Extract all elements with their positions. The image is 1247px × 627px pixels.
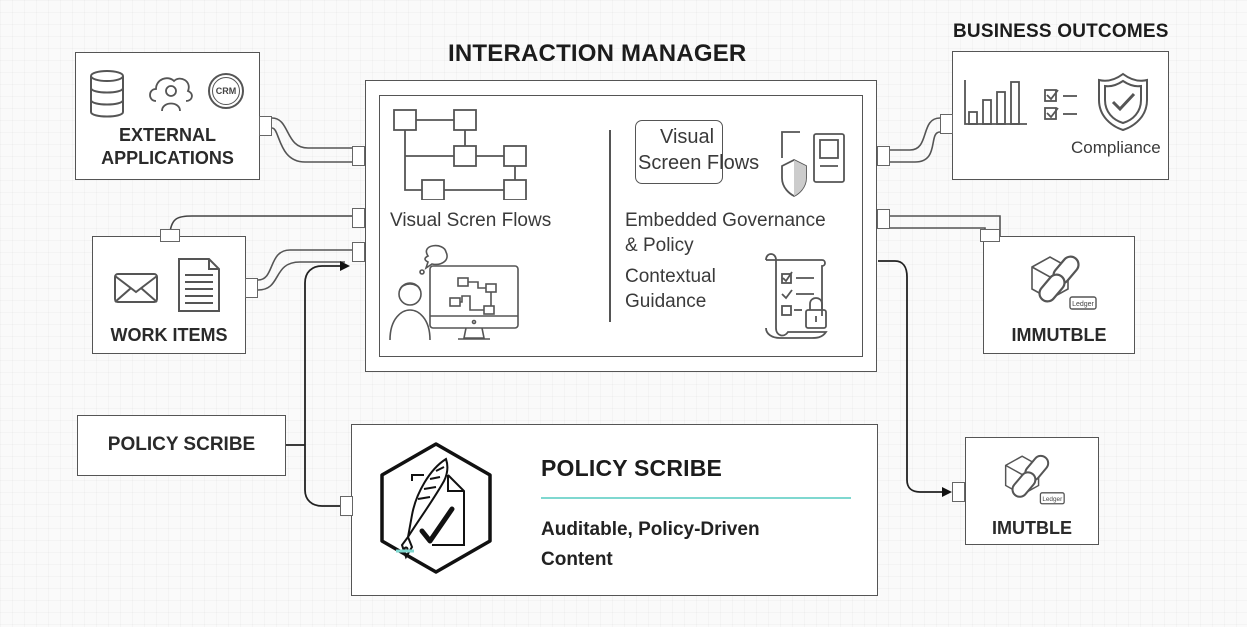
badge-line2: Screen Flows	[638, 152, 760, 174]
imutble-bottom-label: IMUTBLE	[992, 518, 1072, 538]
pipe-workitems-to-im	[257, 249, 352, 291]
database-icon	[90, 70, 124, 118]
port-workitems-top	[160, 229, 180, 242]
guidance-line1: Contextual	[625, 266, 716, 287]
visual-scren-flows-caption: Visual Scren Flows	[390, 210, 552, 231]
policy-scribe-source-label: POLICY SCRIBE	[107, 434, 256, 455]
pipe-im-to-outcomes	[890, 117, 941, 163]
external-applications-box[interactable]: CRM EXTERNAL APPLICATIONS	[75, 52, 260, 180]
crm-icon: CRM	[208, 73, 244, 109]
ledger-tag-bottom: Ledger	[1042, 496, 1063, 503]
quill-document-check-icon	[380, 442, 492, 574]
line-workitems-top-to-im	[169, 215, 352, 233]
policy-scribe-description-line1: Auditable, Policy-Driven	[541, 519, 760, 540]
shield-document-icon	[781, 131, 845, 198]
port-im-right-2	[877, 209, 890, 229]
business-outcomes-title: BUSINESS OUTCOMES	[953, 21, 1169, 42]
port-im-right-1	[877, 146, 890, 166]
bar-chart-icon	[964, 80, 1027, 125]
port-policy-scribe-main-left	[340, 496, 353, 516]
shield-check-icon	[1098, 72, 1148, 132]
panel-divider	[609, 130, 611, 322]
interaction-manager-inner[interactable]: Visual Scren Flows Visual Screen Flows	[379, 95, 863, 357]
immutable-box-top[interactable]: Ledger IMMUTBLE	[983, 236, 1135, 354]
port-external-right	[259, 116, 272, 136]
flowchart-icon	[393, 109, 527, 200]
accent-divider	[541, 497, 851, 499]
envelope-icon	[114, 273, 158, 303]
port-im-left-1	[352, 146, 365, 166]
port-im-left-2	[352, 208, 365, 228]
policy-scribe-description-line2: Content	[541, 549, 613, 570]
cube-chain-ledger-icon: Ledger	[1004, 454, 1065, 505]
cloud-user-icon	[149, 77, 193, 112]
work-items-label: WORK ITEMS	[110, 325, 228, 345]
port-imutble-left	[952, 482, 965, 502]
document-icon	[178, 258, 220, 312]
compliance-label: Compliance	[1071, 138, 1161, 157]
work-items-box[interactable]: WORK ITEMS	[92, 236, 246, 354]
port-immutable-top	[980, 229, 1000, 242]
checklist-scroll-lock-icon	[765, 253, 828, 339]
guidance-line2: Guidance	[625, 291, 707, 312]
crm-text: CRM	[212, 77, 240, 105]
visual-screen-flows-badge	[635, 120, 723, 184]
external-applications-label-line2: APPLICATIONS	[101, 148, 234, 168]
arrow-im-to-imutble	[878, 260, 952, 497]
governance-line2: & Policy	[625, 235, 694, 256]
policy-scribe-main-title: POLICY SCRIBE	[541, 455, 723, 481]
badge-line1: Visual	[660, 126, 715, 148]
business-outcomes-box[interactable]: Compliance	[952, 51, 1169, 180]
port-workitems-right	[245, 278, 258, 298]
port-im-left-3	[352, 242, 365, 262]
ledger-tag-top: Ledger	[1072, 301, 1094, 308]
checklist-icon	[1044, 89, 1077, 120]
policy-scribe-source-box[interactable]: POLICY SCRIBE	[77, 415, 286, 476]
external-applications-label-line1: EXTERNAL	[118, 125, 216, 145]
immutable-top-label: IMMUTBLE	[1011, 325, 1107, 345]
policy-scribe-main-box[interactable]: POLICY SCRIBE Auditable, Policy-Driven C…	[351, 424, 878, 596]
governance-line1: Embedded Governance	[625, 210, 826, 231]
imutble-box-bottom[interactable]: Ledger IMUTBLE	[965, 437, 1099, 545]
diagram-title: INTERACTION MANAGER	[448, 40, 747, 67]
user-at-computer-icon	[389, 244, 519, 341]
port-outcomes-left	[940, 114, 953, 134]
pipe-external-to-im	[271, 117, 352, 163]
cube-chain-ledger-icon: Ledger	[1031, 255, 1097, 310]
arrow-policy-scribe-flow	[286, 261, 350, 507]
